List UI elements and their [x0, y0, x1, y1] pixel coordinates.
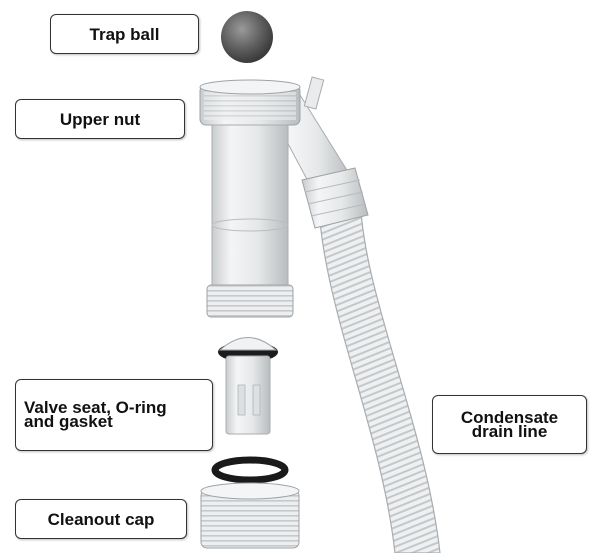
label-condensate-line2: drain line: [472, 425, 548, 439]
label-upper-nut: Upper nut: [15, 99, 185, 139]
label-trap-ball: Trap ball: [50, 14, 199, 54]
upper-nut: [200, 80, 300, 125]
label-cleanout-cap-text: Cleanout cap: [48, 511, 155, 528]
label-condensate-drain-line: Condensate drain line: [432, 395, 587, 454]
gasket: [215, 460, 285, 480]
trap-body: [207, 125, 293, 317]
label-trap-ball-text: Trap ball: [90, 26, 160, 43]
cleanout-cap: [201, 483, 299, 548]
trap-ball: [221, 11, 273, 63]
condensate-drain-line: [318, 185, 440, 553]
label-valve-seat: Valve seat, O-ring and gasket: [15, 379, 213, 451]
label-valve-seat-line2: and gasket: [24, 415, 113, 429]
label-upper-nut-text: Upper nut: [60, 111, 140, 128]
valve-seat: [218, 338, 278, 435]
label-cleanout-cap: Cleanout cap: [15, 499, 187, 539]
